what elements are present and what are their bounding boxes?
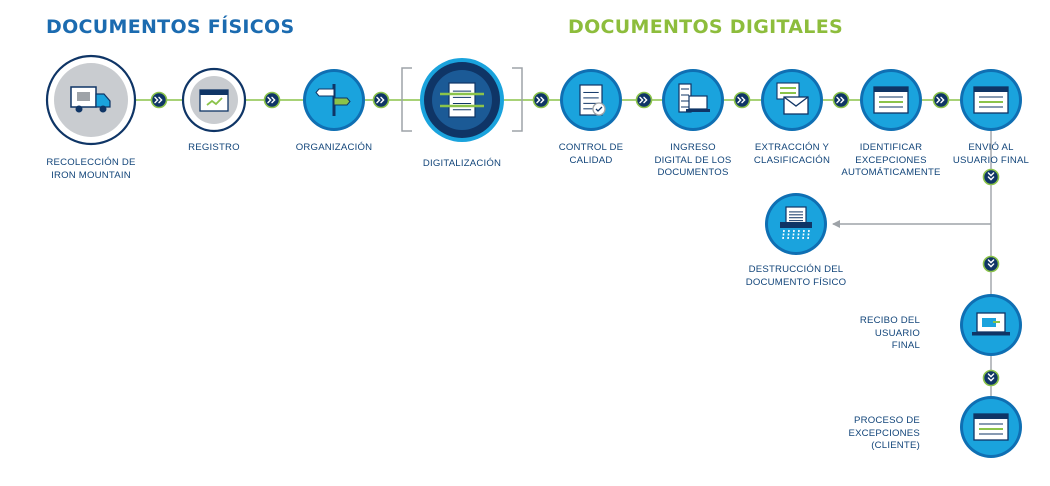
step-label-line: IRON MOUNTAIN (51, 169, 131, 181)
chevron-right-badge-icon (263, 91, 281, 109)
chevron-right-badge-icon (150, 91, 168, 109)
step-label-registro: REGISTRO (188, 142, 240, 155)
window-list-icon (973, 86, 1009, 114)
step-label-line: DIGITAL DE LOS (654, 154, 732, 166)
step-node-recoleccion (45, 54, 137, 146)
step-label-line: ORGANIZACIÓN (295, 142, 373, 153)
step-node-digitalizacion (420, 58, 504, 142)
chevron-right-badge-icon (932, 91, 950, 109)
step-label-line: IDENTIFICAR (859, 142, 923, 153)
step-label-line: CALIDAD (569, 154, 613, 166)
step-label-line: PROCESO DE (854, 415, 920, 426)
step-node-extraccion (761, 69, 823, 131)
step-node-proceso (960, 396, 1022, 458)
step-node-envio (960, 69, 1022, 131)
chevron-right-badge-icon (832, 91, 850, 109)
step-node-destruccion (765, 193, 827, 255)
step-label-line: DOCUMENTO FÍSICO (745, 276, 847, 288)
step-label-line: INGRESO (670, 142, 716, 153)
step-label-digitalizacion: DIGITALIZACIÓN (423, 158, 501, 171)
step-label-line: FINAL (891, 340, 920, 351)
step-label-line: DESTRUCCIÓN DEL (748, 264, 844, 275)
chevron-down-badge-icon (982, 255, 1000, 273)
digital-documents-heading: DOCUMENTOS DIGITALES (568, 16, 843, 38)
document-check-icon (579, 84, 606, 116)
step-label-line: RECOLECCIÓN DE (46, 157, 136, 168)
window-list-icon (873, 86, 909, 114)
truck-icon (70, 86, 111, 113)
chevron-right-badge-icon (532, 91, 550, 109)
scan-document-icon (440, 82, 484, 118)
browser-check-icon (199, 89, 229, 112)
step-label-line: EXCEPCIONES (855, 154, 927, 166)
step-label-line: AUTOMÁTICAMENTE (841, 167, 941, 178)
step-node-organizacion (303, 69, 365, 131)
step-label-organizacion: ORGANIZACIÓN (296, 142, 373, 155)
step-label-line: ENVIÓ AL (968, 142, 1014, 153)
shredder-icon (780, 206, 812, 240)
step-node-ingreso (662, 69, 724, 131)
server-laptop-icon (678, 83, 710, 113)
chevron-right-badge-icon (733, 91, 751, 109)
chevron-right-badge-icon (635, 91, 653, 109)
step-label-line: EXCEPCIONES (848, 427, 920, 439)
chevron-down-badge-icon (982, 369, 1000, 387)
step-label-line: DOCUMENTOS (657, 167, 729, 178)
envelope-stack-icon (776, 82, 809, 115)
step-label-line: RECIBO DEL (859, 315, 920, 326)
window-list-icon (973, 413, 1009, 441)
laptop-icon (972, 312, 1010, 336)
physical-documents-heading: DOCUMENTOS FÍSICOS (46, 16, 295, 38)
bracket-right (512, 67, 523, 132)
signpost-icon (315, 84, 351, 116)
step-label-line: CONTROL DE (558, 142, 624, 153)
step-label-line: DIGITALIZACIÓN (422, 158, 502, 169)
step-label-line: USUARIO (874, 327, 920, 339)
chevron-right-badge-icon (372, 91, 390, 109)
arrowhead-left-icon (832, 220, 840, 228)
step-label-line: USUARIO FINAL (952, 154, 1030, 166)
bracket-left (401, 67, 412, 132)
chevron-down-badge-icon (982, 168, 1000, 186)
step-node-registro (181, 67, 247, 133)
step-node-control (560, 69, 622, 131)
step-label-line: (CLIENTE) (871, 440, 920, 451)
step-node-recibo (960, 294, 1022, 356)
step-node-identificar (860, 69, 922, 131)
step-label-line: REGISTRO (188, 142, 240, 153)
step-label-line: CLASIFICACIÓN (753, 154, 831, 166)
step-label-line: EXTRACCIÓN Y (754, 142, 830, 153)
